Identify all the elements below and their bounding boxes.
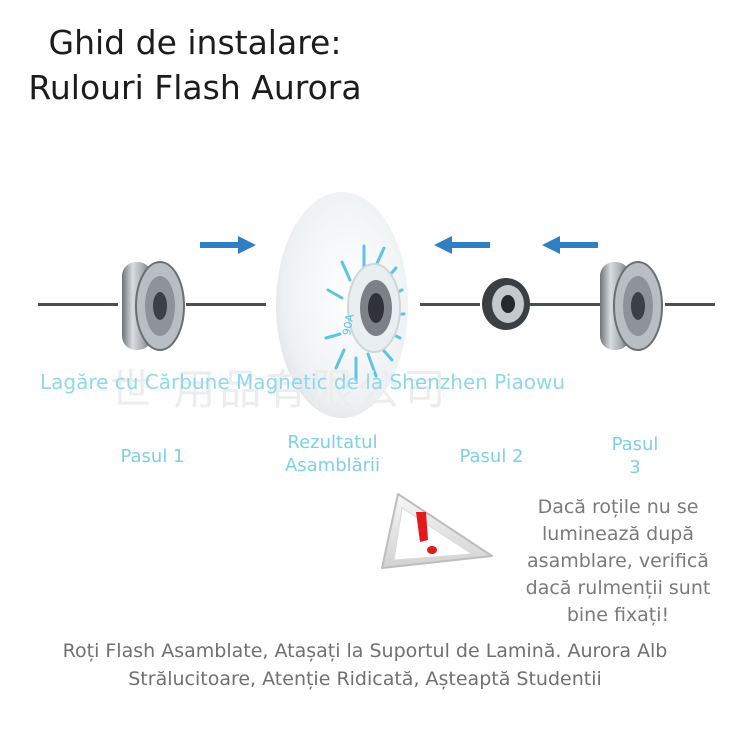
warning-triangle-icon bbox=[381, 493, 493, 569]
axle-line-right bbox=[530, 303, 600, 306]
watermark-text: Lagăre cu Cărbune Magnetic de la Shenzhe… bbox=[40, 370, 566, 394]
wheel-marking-label: 90A bbox=[340, 313, 357, 337]
spacer-image-step2 bbox=[482, 278, 530, 330]
step-label-3: Pasul 3 bbox=[611, 434, 659, 478]
warning-note: Dacă roțile nu se luminează după asambla… bbox=[525, 496, 711, 626]
arrow-left-icon bbox=[434, 236, 490, 254]
bearing-image-step3 bbox=[600, 261, 663, 351]
bottom-caption: Roți Flash Asamblate, Atașați la Suportu… bbox=[62, 640, 668, 690]
arrow-left-icon bbox=[542, 236, 598, 254]
axle-line-left-mid bbox=[186, 303, 266, 306]
axle-line-far-right bbox=[665, 303, 715, 306]
axle-line-left bbox=[38, 303, 118, 306]
bearing-image-step1 bbox=[122, 261, 185, 351]
flash-wheel-image: 90A bbox=[276, 192, 408, 418]
watermark-chinese: 世 用品有限公司 bbox=[110, 365, 450, 414]
axle-line-right-mid bbox=[420, 303, 480, 306]
step-label-result: Rezultatul Asamblării bbox=[284, 432, 381, 476]
page-title: Ghid de instalare: Rulouri Flash Aurora bbox=[28, 23, 362, 107]
step-label-2: Pasul 2 bbox=[459, 446, 524, 467]
step-label-1: Pasul 1 bbox=[120, 446, 185, 467]
arrow-right-icon bbox=[200, 236, 256, 254]
